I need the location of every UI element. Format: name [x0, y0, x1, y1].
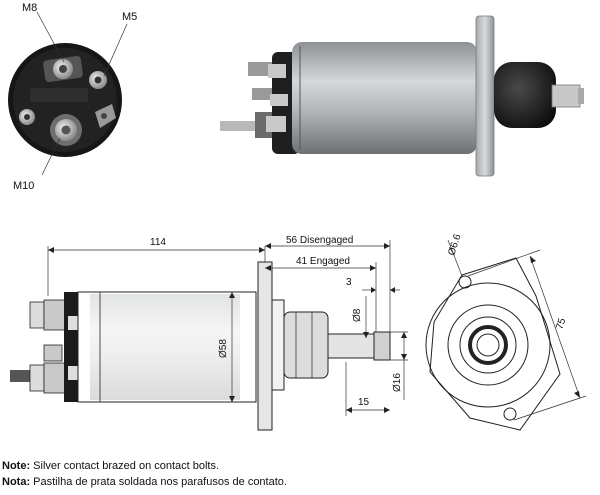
- dim-16: Ø16: [392, 373, 403, 392]
- dim-3: 3: [346, 277, 352, 288]
- photo-callout-lines: [36, 11, 128, 176]
- dim-75: 75: [554, 317, 568, 331]
- front-view-drawing: [425, 257, 561, 431]
- note-english-text: Silver contact brazed on contact bolts.: [33, 460, 220, 472]
- terminal-end-photo: [8, 43, 122, 157]
- note-portuguese-text: Pastilha de prata soldada nos parafusos …: [33, 476, 287, 488]
- dim-114: 114: [150, 237, 166, 248]
- note-english-label: Note:: [2, 460, 31, 472]
- side-view-dimensions: [47, 240, 408, 416]
- side-view-drawing: [10, 261, 391, 431]
- front-view-dimensions: [447, 239, 587, 421]
- dim-15: 15: [358, 397, 370, 408]
- dim-56-disengaged: 56 Disengaged: [286, 235, 353, 246]
- note-portuguese: Nota: Pastilha de prata soldada nos para…: [2, 476, 287, 488]
- label-m8: M8: [22, 2, 37, 14]
- note-english: Note: Silver contact brazed on contact b…: [2, 460, 219, 472]
- label-m10: M10: [13, 180, 34, 192]
- label-m5: M5: [122, 11, 137, 23]
- dim-58: Ø58: [218, 339, 229, 358]
- note-portuguese-label: Nota:: [2, 476, 31, 488]
- dim-8: Ø8: [352, 308, 363, 322]
- dim-6-6: Ø6.6: [446, 232, 463, 256]
- solenoid-side-photo: [220, 15, 584, 177]
- dim-41-engaged: 41 Engaged: [296, 256, 350, 267]
